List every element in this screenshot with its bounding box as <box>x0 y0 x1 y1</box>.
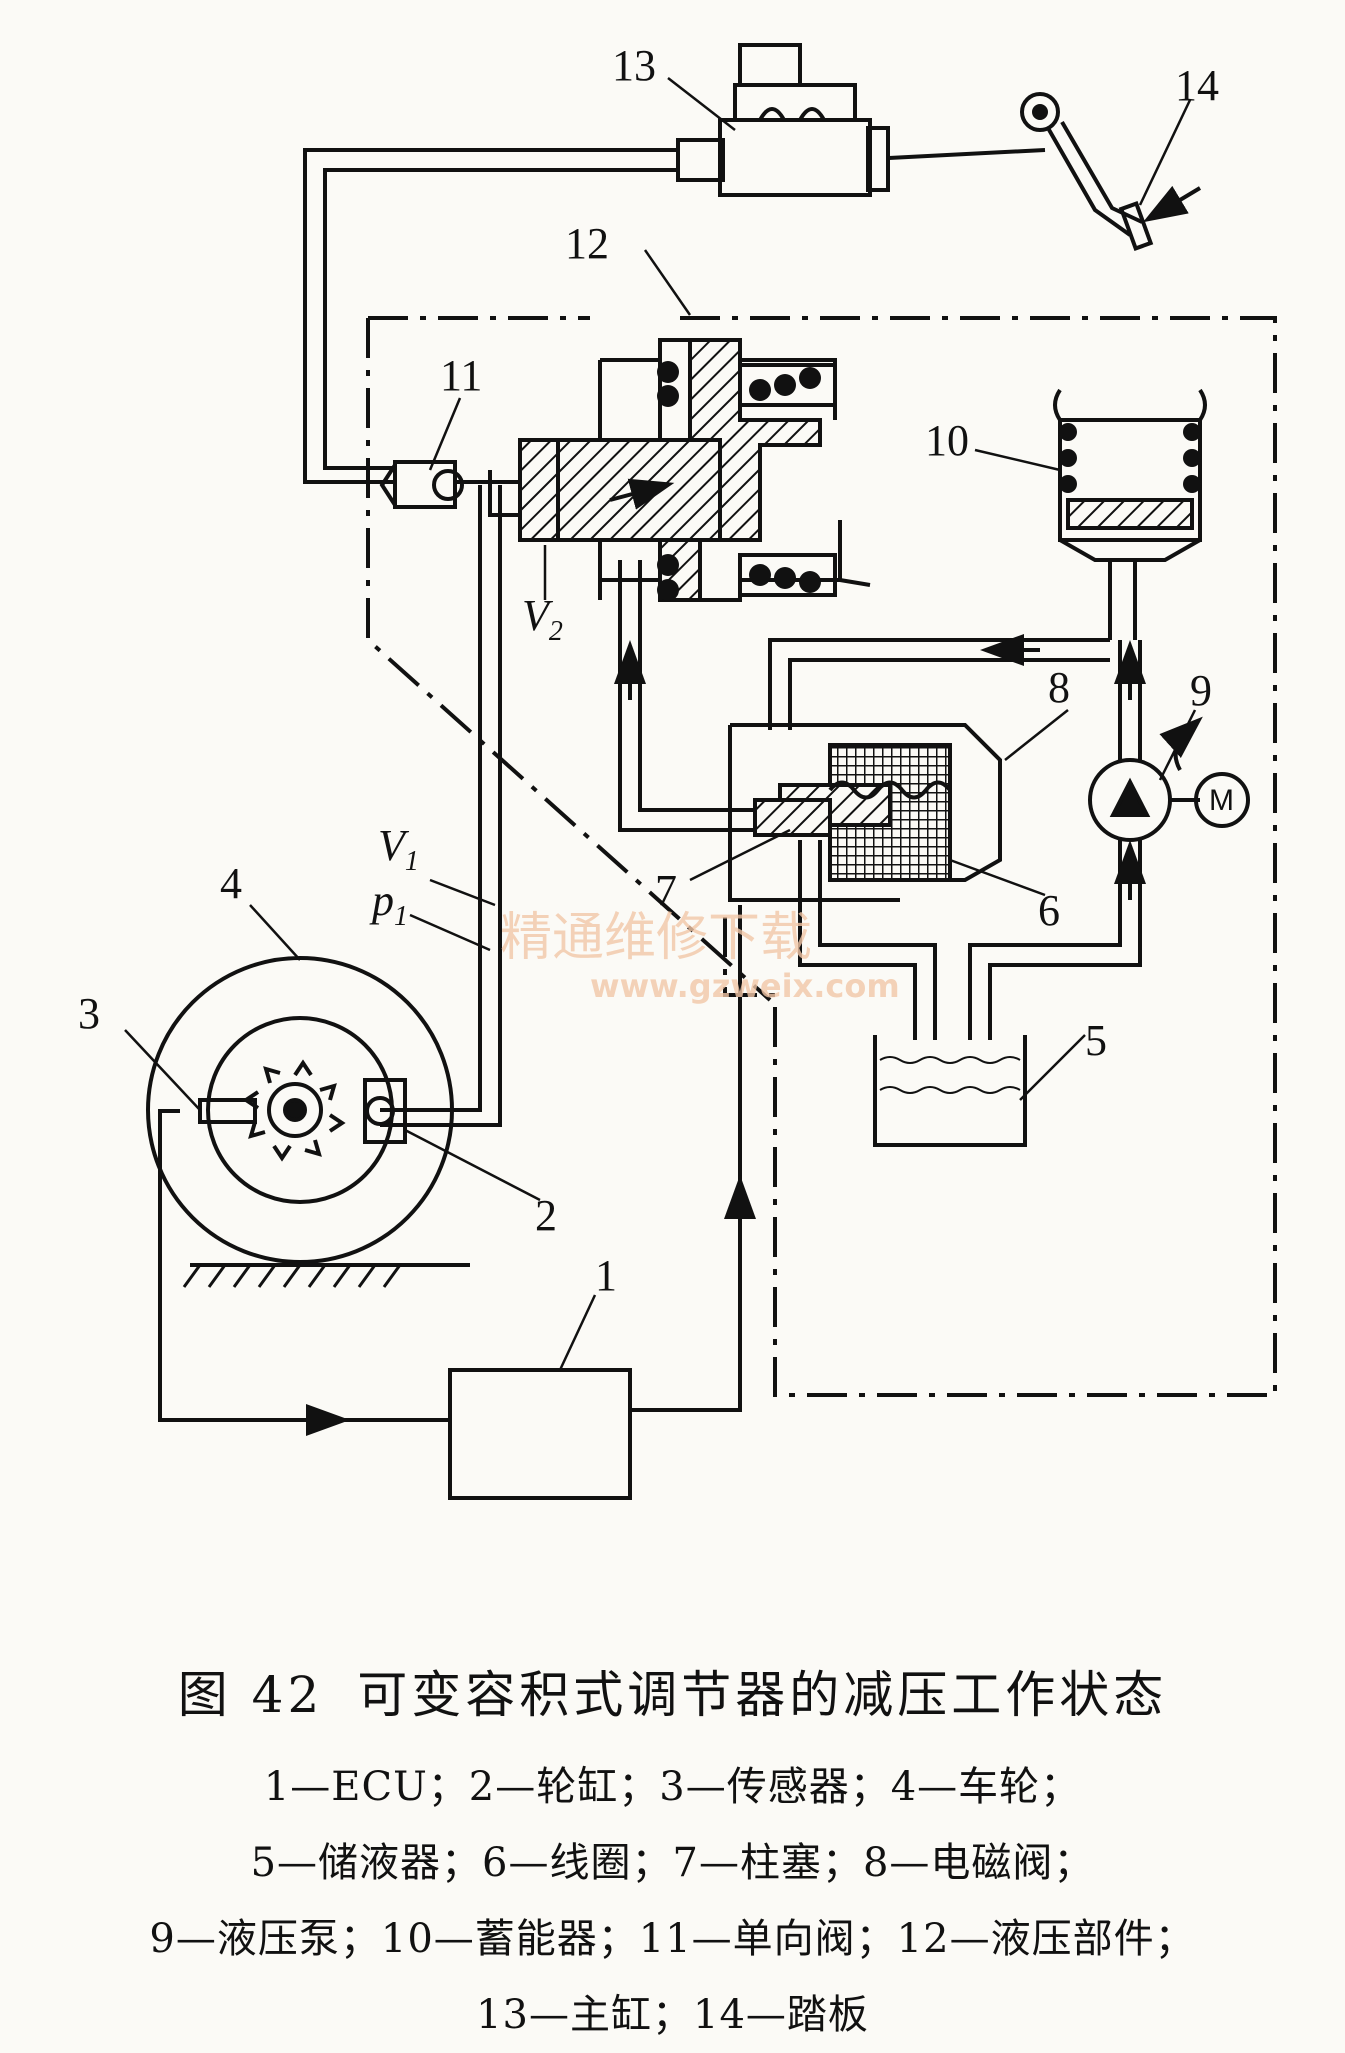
leader-lines <box>124 77 1197 1371</box>
brake-line <box>380 485 482 1112</box>
variable-volume-chamber <box>455 338 842 602</box>
reservoir <box>873 1035 1027 1147</box>
motor-label: M <box>1209 784 1234 817</box>
label-accumulator: 10 <box>925 416 969 465</box>
label-hydraulic-unit: 12 <box>565 219 609 268</box>
label-p1: p1 <box>369 876 408 932</box>
brake-line-inner <box>380 485 502 1127</box>
label-ecu: 1 <box>595 1251 617 1300</box>
legend-line-1: 1—ECU；2—轮缸；3—传感器；4—车轮； <box>263 1764 1082 1810</box>
hydraulic-unit-outline <box>368 316 1277 1397</box>
watermark-text: 精通维修下载 <box>500 908 812 968</box>
master-cylinder <box>676 43 1046 197</box>
label-sensor: 3 <box>78 989 100 1038</box>
label-v1: V1 <box>378 821 419 877</box>
label-pump: 9 <box>1190 666 1212 715</box>
solenoid-valve <box>728 723 1002 902</box>
control-signal-line <box>630 905 742 1412</box>
check-valve <box>379 460 464 509</box>
wheel <box>146 956 470 1288</box>
hydraulic-unit-outline-left <box>366 318 772 1002</box>
watermark-url: www.gzweix.com <box>590 967 900 1005</box>
label-check-valve: 11 <box>440 351 482 400</box>
label-solenoid-valve: 8 <box>1048 663 1070 712</box>
legend-line-2: 5—储液器；6—线圈；7—柱塞；8—电磁阀； <box>250 1840 1095 1886</box>
brake-pedal <box>1020 92 1202 252</box>
hydraulic-pump <box>1088 716 1250 842</box>
label-pedal: 14 <box>1175 61 1219 110</box>
figure-title-line: 图 42 可变容积式调节器的减压工作状态 <box>0 1655 1345 1727</box>
return-springs <box>657 361 821 601</box>
ecu <box>448 1368 632 1500</box>
figure-number: 图 42 <box>177 1666 324 1724</box>
hydraulic-circuit-diagram: 13 14 12 11 10 8 9 7 6 5 4 3 2 1 V2 V1 p… <box>78 41 1277 1500</box>
accumulator-spring <box>1059 423 1201 493</box>
label-v2: V2 <box>522 591 563 647</box>
label-wheel: 4 <box>220 859 242 908</box>
figure-caption: 图 42 可变容积式调节器的减压工作状态 1—ECU；2—轮缸；3—传感器；4—车… <box>0 1655 1345 2053</box>
label-reservoir: 5 <box>1085 1016 1107 1065</box>
figure-title: 可变容积式调节器的减压工作状态 <box>357 1666 1168 1724</box>
label-plunger: 7 <box>655 866 677 915</box>
master-cylinder-line-inner <box>323 168 678 470</box>
legend-line-4: 13—主缸；14—踏板 <box>476 1992 869 2038</box>
label-wheel-cylinder: 2 <box>535 1191 557 1240</box>
label-master-cylinder: 13 <box>612 41 656 90</box>
label-coil: 6 <box>1038 886 1060 935</box>
master-cylinder-line <box>303 148 678 484</box>
accumulator <box>1053 388 1207 640</box>
legend-line-3: 9—液压泵；10—蓄能器；11—单向阀；12—液压部件； <box>149 1916 1196 1962</box>
